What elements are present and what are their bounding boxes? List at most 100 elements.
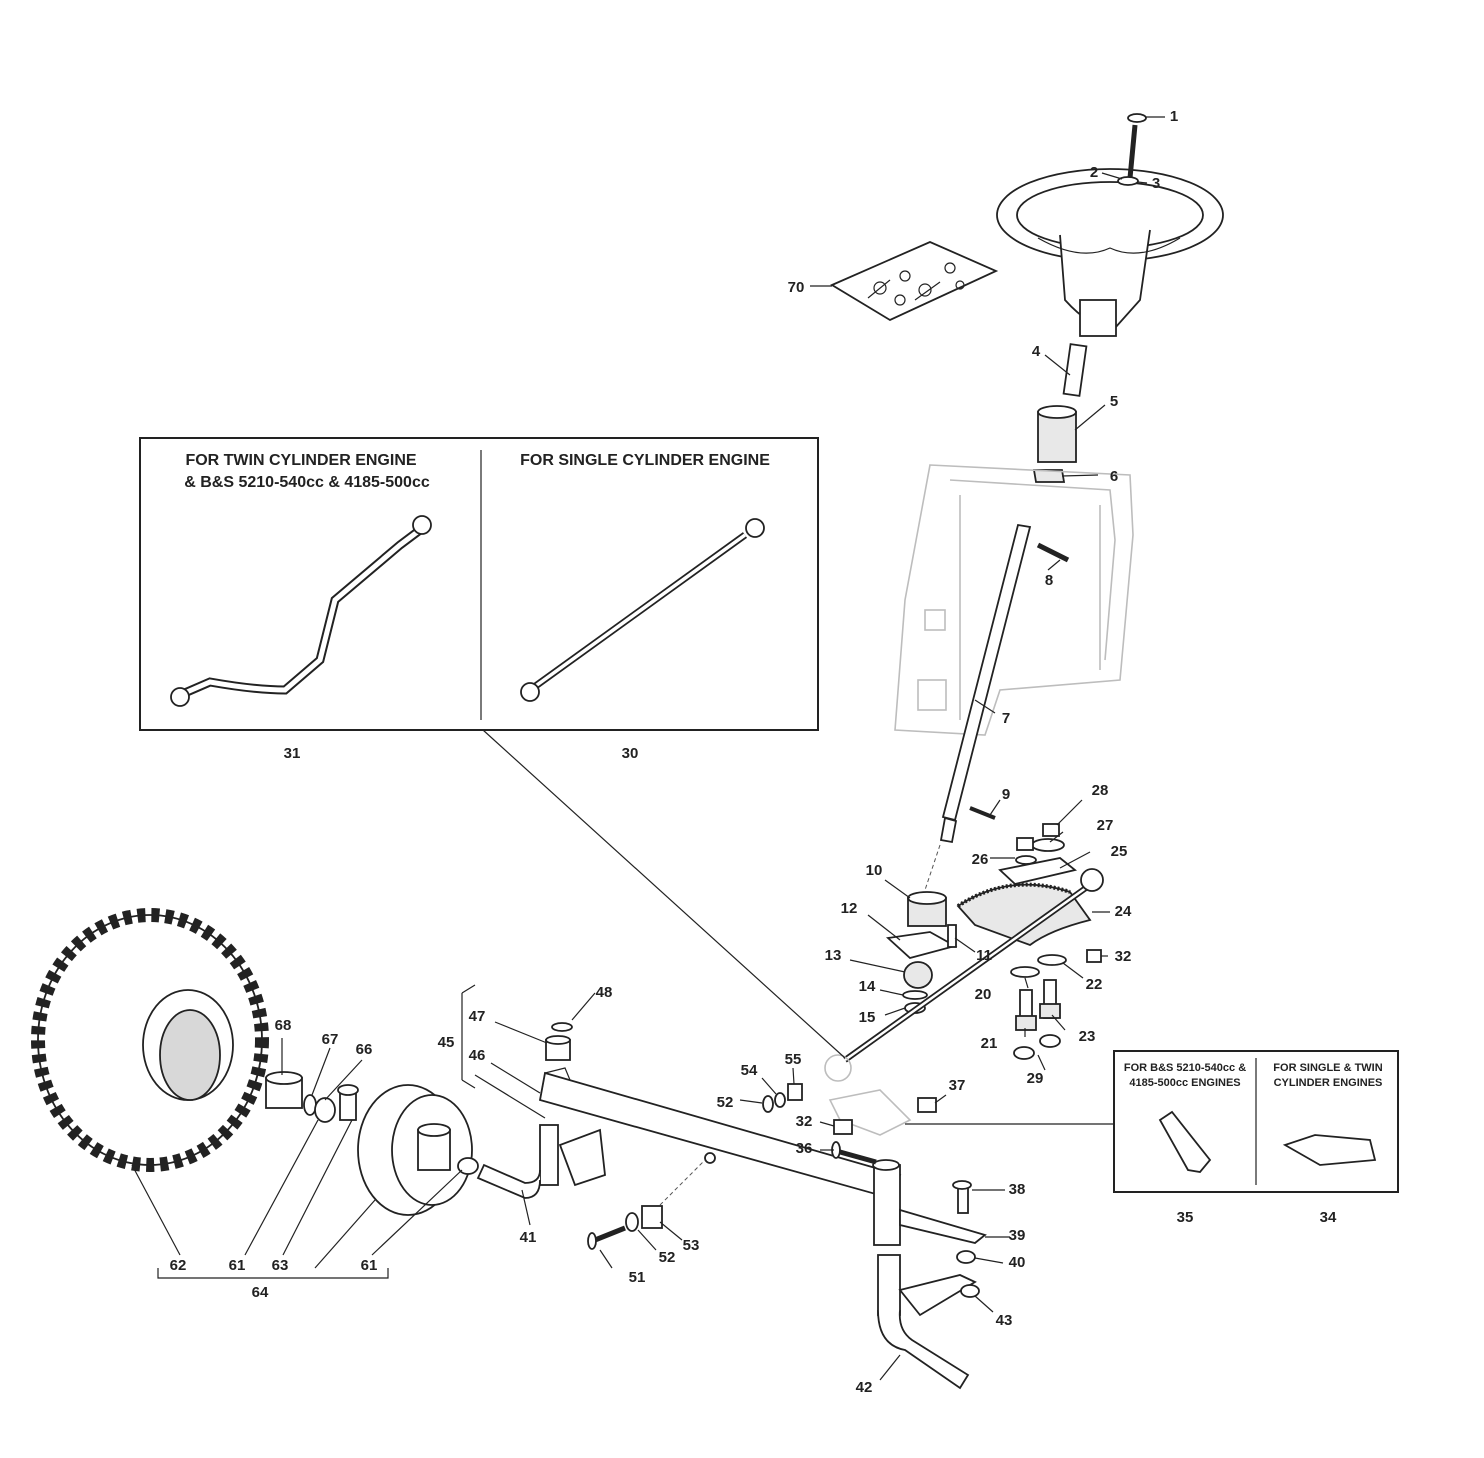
callout-21: 21 — [981, 1035, 998, 1052]
washer-2 — [1117, 176, 1139, 186]
callout-11: 11 — [976, 947, 992, 964]
spacer-53 — [641, 1205, 663, 1229]
tire — [31, 908, 269, 1172]
callout-29: 29 — [1027, 1070, 1044, 1087]
group-bracket-64 — [157, 1268, 389, 1279]
callout-61b: 61 — [361, 1257, 378, 1274]
callout-54: 54 — [741, 1062, 758, 1079]
callout-12: 12 — [841, 900, 858, 917]
shaft-4 — [1062, 343, 1088, 397]
callout-3: 3 — [1152, 175, 1160, 192]
tie-rod-twin-header-line2: & B&S 5210-540cc & 4185-500cc — [184, 474, 430, 491]
callout-63: 63 — [272, 1257, 289, 1274]
callout-24: 24 — [1115, 903, 1132, 920]
bracket-left-header-line2: 4185-500cc ENGINES — [1129, 1077, 1240, 1089]
dashboard-frame — [894, 464, 1134, 736]
callout-38: 38 — [1009, 1181, 1026, 1198]
nut-37 — [917, 1097, 937, 1113]
bracket-left-header-line1: FOR B&S 5210-540cc & — [1124, 1062, 1246, 1074]
part-number-31: 31 — [284, 745, 301, 762]
bolt-66 — [337, 1084, 359, 1121]
bracket-variants-box — [1113, 1050, 1399, 1193]
nut-29a — [1013, 1046, 1035, 1060]
callout-67: 67 — [322, 1031, 339, 1048]
pin-8 — [1036, 542, 1070, 563]
callout-41: 41 — [520, 1229, 537, 1246]
callout-40: 40 — [1009, 1254, 1026, 1271]
parts-bag — [830, 241, 999, 322]
callout-39: 39 — [1009, 1227, 1026, 1244]
steering-wheel — [996, 168, 1224, 337]
callout-43: 43 — [996, 1312, 1013, 1329]
nut-28 — [1042, 823, 1060, 837]
bolt-36 — [831, 1141, 877, 1165]
plate-25 — [998, 857, 1078, 885]
flange-bracket — [885, 931, 958, 959]
sector-gear — [956, 882, 1092, 947]
leader-lines — [131, 116, 1165, 1381]
washer-26 — [1015, 855, 1037, 865]
nut-32 — [1086, 949, 1102, 963]
callout-8: 8 — [1045, 572, 1053, 589]
callout-51: 51 — [629, 1269, 646, 1286]
nut-29b — [1039, 1034, 1061, 1048]
callout-7: 7 — [1002, 710, 1010, 727]
spindle-left — [476, 1124, 559, 1199]
drag-link — [824, 868, 1104, 1082]
washer-20 — [1010, 966, 1040, 978]
bushing-68 — [265, 1071, 303, 1109]
callout-61a: 61 — [229, 1257, 246, 1274]
callout-15: 15 — [859, 1009, 876, 1026]
callout-53: 53 — [683, 1237, 700, 1254]
callout-64: 64 — [252, 1284, 269, 1301]
bracket-35 — [1158, 1110, 1212, 1173]
nut-43 — [960, 1284, 980, 1298]
nut-40 — [956, 1250, 976, 1264]
callout-42: 42 — [856, 1379, 873, 1396]
tie-rod-twin-header-line1: FOR TWIN CYLINDER ENGINE — [185, 452, 416, 469]
washer-27 — [1031, 838, 1065, 852]
callout-27: 27 — [1097, 817, 1114, 834]
nut-28b — [1016, 837, 1034, 851]
bolt-1 — [1127, 113, 1147, 179]
washer-54 — [774, 1092, 786, 1108]
bolt-51 — [587, 1225, 626, 1250]
steering-bracket — [828, 1089, 912, 1136]
bolt-23 — [1039, 979, 1061, 1019]
bracket-right-header-line1: FOR SINGLE & TWIN — [1273, 1062, 1382, 1074]
bracket-34 — [1282, 1134, 1377, 1166]
callout-10: 10 — [866, 862, 883, 879]
tie-arm-39 — [899, 1208, 987, 1244]
bearing-61b — [457, 1157, 479, 1175]
callout-47: 47 — [469, 1008, 486, 1025]
tie-rod-variants-box — [139, 437, 819, 731]
callout-48: 48 — [596, 984, 613, 1001]
part-number-34: 34 — [1320, 1209, 1337, 1226]
rim — [357, 1084, 473, 1216]
tie-rod-twin — [178, 526, 423, 700]
clip-67 — [303, 1094, 317, 1116]
callout-13: 13 — [825, 947, 842, 964]
callout-52a: 52 — [717, 1094, 734, 1111]
nut-32b — [833, 1119, 853, 1135]
leader-box-to-rod — [482, 729, 846, 1059]
steering-shaft — [939, 523, 1032, 844]
callout-55: 55 — [785, 1051, 802, 1068]
callout-46: 46 — [469, 1047, 486, 1064]
clip-48 — [551, 1022, 573, 1032]
callout-6: 6 — [1110, 468, 1118, 485]
ball-bearing-13 — [903, 961, 933, 989]
callout-52b: 52 — [659, 1249, 676, 1266]
washer-52b — [625, 1212, 639, 1232]
nut-55 — [787, 1083, 803, 1101]
pin-9 — [969, 806, 996, 820]
callout-45: 45 — [438, 1034, 455, 1051]
callout-14: 14 — [859, 978, 876, 995]
bearing-61a — [314, 1097, 336, 1123]
callout-66: 66 — [356, 1041, 373, 1058]
washer-14 — [902, 990, 928, 1000]
callout-5: 5 — [1110, 393, 1118, 410]
callout-62: 62 — [170, 1257, 187, 1274]
callout-9: 9 — [1002, 786, 1010, 803]
